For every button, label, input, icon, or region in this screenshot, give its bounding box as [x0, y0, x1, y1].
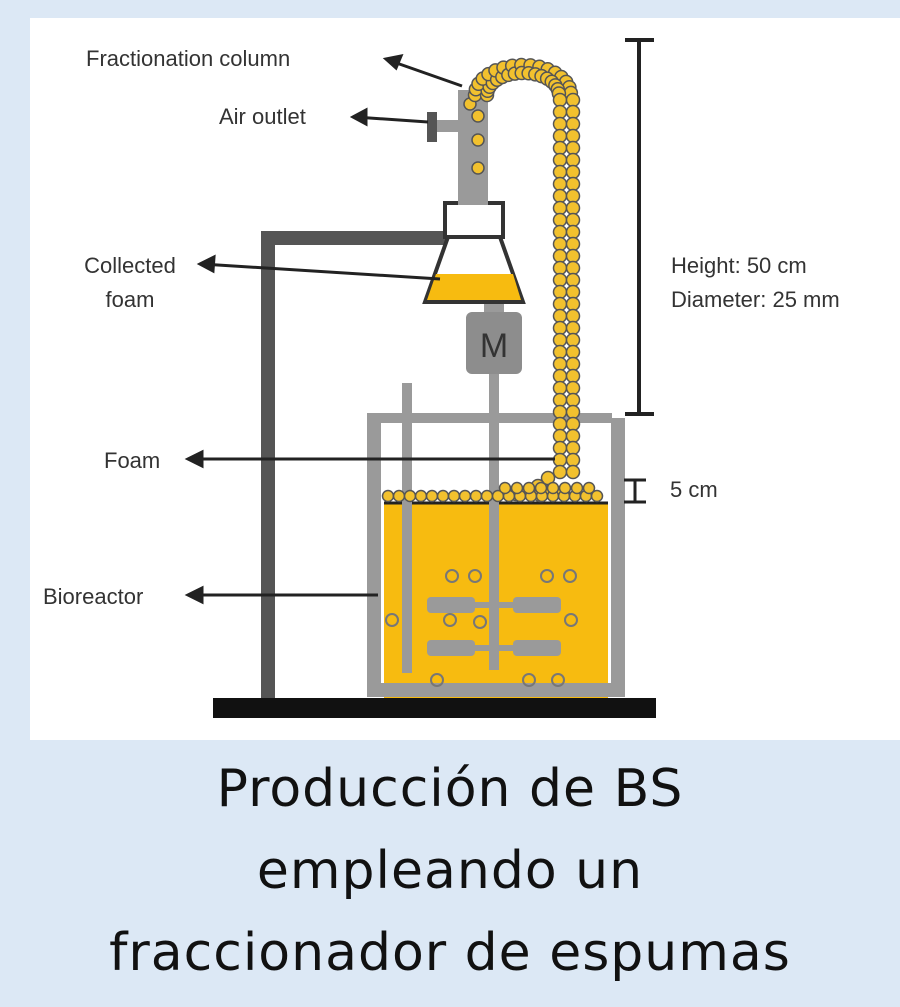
liquid-bubbles — [385, 569, 578, 687]
bioreactor-vessel — [367, 418, 625, 697]
foam-fractionation-diagram: M Fractionation column Air outlet Collec… — [43, 38, 840, 718]
support-stand — [261, 231, 452, 698]
collected-foam-label-line2: foam — [106, 287, 155, 312]
motor-label: M — [480, 327, 508, 365]
base-plate — [213, 698, 656, 718]
height-dimension-bar — [625, 38, 654, 416]
caption-line-2: empleando un — [256, 841, 644, 901]
column-bubbles — [463, 97, 485, 175]
air-outlet-label: Air outlet — [219, 104, 306, 129]
flask-neck — [443, 201, 505, 239]
collected-foam-label-line1: Collected — [84, 253, 176, 278]
height-label: Height: 50 cm — [671, 253, 807, 278]
stirrer-shaft — [489, 370, 499, 670]
caption-line-1: Producción de BS — [216, 759, 684, 819]
caption: Producción de BS empleando un fraccionad… — [0, 748, 900, 994]
bioreactor-label: Bioreactor — [43, 584, 143, 609]
air-outlet-valve — [427, 112, 437, 142]
foam-label: Foam — [104, 448, 160, 473]
diameter-label: Diameter: 25 mm — [671, 287, 840, 312]
gap-label: 5 cm — [670, 477, 718, 502]
gap-dimension-bar — [624, 478, 646, 504]
fractionation-column-label: Fractionation column — [86, 46, 290, 71]
sparger-tube — [402, 383, 412, 673]
pointer-arrows — [184, 53, 555, 605]
collected-foam-liquid — [427, 274, 521, 300]
air-outlet-pipe — [437, 120, 459, 132]
foam-bubble-chain — [381, 57, 604, 503]
motor-body — [466, 312, 522, 374]
caption-line-3: fraccionador de espumas — [109, 923, 791, 983]
impellers — [427, 597, 561, 656]
